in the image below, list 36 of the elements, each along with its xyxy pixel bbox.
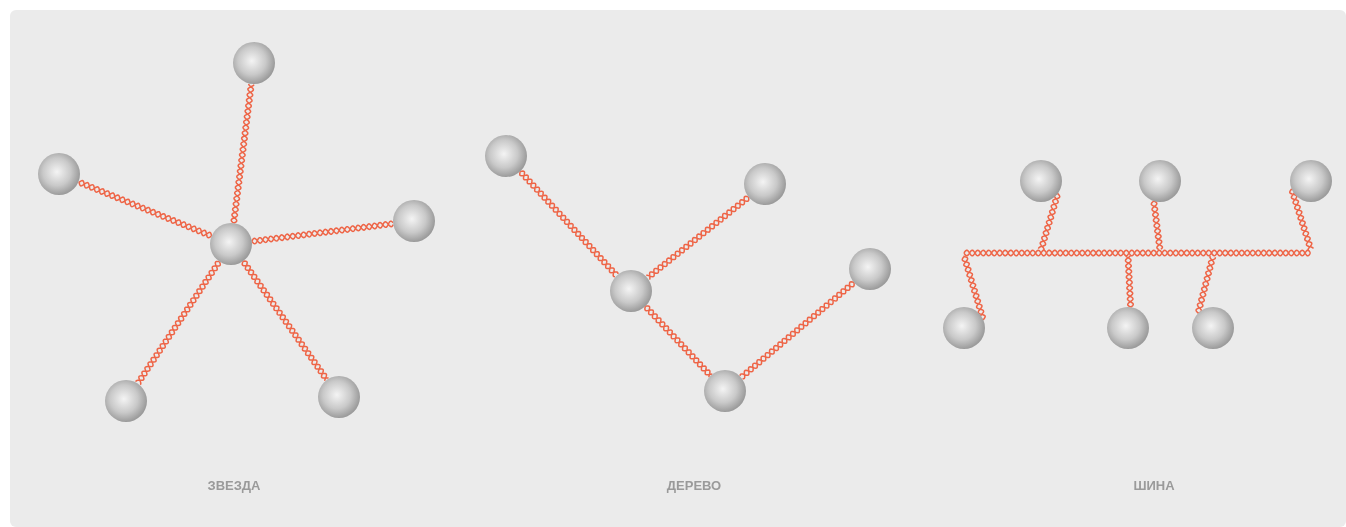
twisted-pair-cable: [1288, 188, 1315, 251]
network-node-ball: [1192, 307, 1234, 349]
network-node-ball: [943, 307, 985, 349]
network-node-ball: [393, 200, 435, 242]
network-node-ball: [1139, 160, 1181, 202]
topology-caption: ЗВЕЗДА: [207, 478, 261, 493]
network-node-ball: [1020, 160, 1062, 202]
twisted-pair-cable: [1195, 255, 1217, 314]
twisted-pair-cable: [1150, 200, 1164, 251]
network-node-ball: [38, 153, 80, 195]
twisted-pair-cable: [645, 195, 750, 281]
bus-cable: [963, 249, 1312, 257]
network-node-ball: [610, 270, 652, 312]
twisted-pair-cable: [644, 305, 713, 378]
network-node-ball: [318, 376, 360, 418]
twisted-pair-cable: [1124, 255, 1135, 308]
network-node-ball: [210, 223, 252, 265]
twisted-pair-cable: [518, 170, 619, 278]
twisted-pair-cable: [739, 281, 855, 380]
network-node-ball: [233, 42, 275, 84]
twisted-pair-cable: [135, 260, 222, 386]
network-node-ball: [485, 135, 527, 177]
topology-caption: ДЕРЕВО: [666, 478, 722, 493]
network-node-ball: [744, 163, 786, 205]
network-node-ball: [849, 248, 891, 290]
network-node-ball: [105, 380, 147, 422]
twisted-pair-cable: [251, 220, 394, 245]
twisted-pair-cable: [78, 179, 213, 239]
network-node-ball: [1290, 160, 1332, 202]
twisted-pair-cable: [241, 260, 330, 382]
twisted-pair-cable: [961, 255, 986, 321]
network-node-ball: [704, 370, 746, 412]
network-node-ball: [1107, 307, 1149, 349]
topology-caption: ШИНА: [1133, 478, 1175, 493]
twisted-pair-cable: [230, 83, 255, 224]
twisted-pair-cable: [1037, 192, 1061, 251]
